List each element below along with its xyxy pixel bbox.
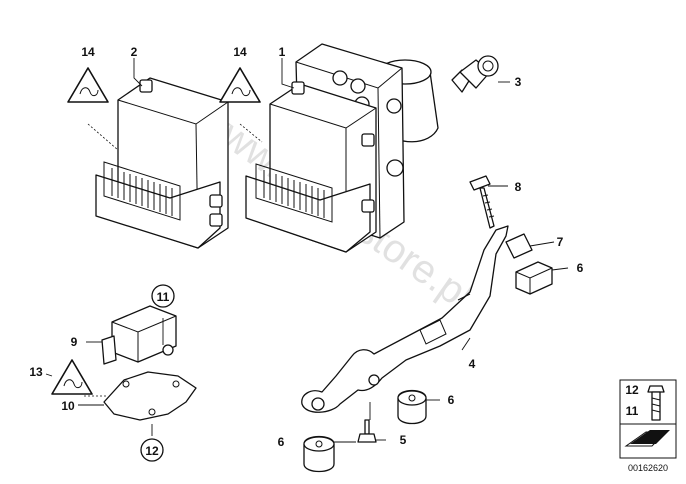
hydraulic-unit-part-1[interactable] bbox=[245, 43, 439, 253]
leader-13 bbox=[45, 373, 53, 377]
callout-14-middle: 14 bbox=[233, 45, 247, 59]
callout-2: 2 bbox=[131, 45, 138, 59]
hex-bolt-icon bbox=[647, 385, 665, 421]
callout-11: 11 bbox=[157, 290, 170, 304]
damper-part-6a[interactable] bbox=[515, 261, 553, 295]
diagram-number: 00162620 bbox=[628, 463, 668, 473]
callout-6-right: 6 bbox=[577, 261, 584, 275]
callout-1: 1 bbox=[279, 45, 286, 59]
leader-lines bbox=[78, 58, 569, 443]
callout-9: 9 bbox=[71, 335, 78, 349]
callout-5: 5 bbox=[400, 433, 407, 447]
fastener-legend: 12 11 bbox=[619, 379, 677, 459]
callout-3: 3 bbox=[515, 75, 522, 89]
callout-13: 13 bbox=[29, 365, 43, 379]
callout-6-bottom: 6 bbox=[278, 435, 285, 449]
direction-arrow-icon bbox=[624, 430, 670, 447]
callout-8: 8 bbox=[515, 180, 522, 194]
callout-4: 4 bbox=[469, 357, 476, 371]
control-unit-part-2[interactable] bbox=[95, 77, 229, 249]
hot-surface-warning-triangle-icon bbox=[51, 359, 93, 395]
legend-label-12: 12 bbox=[625, 383, 639, 397]
pad-part-7[interactable] bbox=[505, 233, 533, 259]
screw-part-5[interactable] bbox=[357, 419, 377, 443]
hot-surface-warning-triangle-icon bbox=[67, 67, 109, 103]
callout-7: 7 bbox=[557, 235, 564, 249]
damper-part-6b[interactable] bbox=[397, 389, 427, 425]
sensor-bracket-part-10[interactable] bbox=[103, 371, 197, 421]
legend-label-11: 11 bbox=[626, 404, 639, 418]
sensor-part-9[interactable] bbox=[101, 305, 177, 365]
callout-10: 10 bbox=[61, 399, 75, 413]
callout-12: 12 bbox=[145, 444, 159, 458]
callout-6-middle: 6 bbox=[448, 393, 455, 407]
pressure-sensor-part-3[interactable] bbox=[451, 55, 499, 93]
hot-surface-warning-triangle-icon bbox=[219, 67, 261, 103]
bolt-part-8[interactable] bbox=[469, 175, 495, 229]
callout-11-circle bbox=[151, 284, 175, 308]
callout-12-circle bbox=[140, 438, 164, 462]
damper-part-6c[interactable] bbox=[303, 435, 335, 473]
bracket-part-4[interactable] bbox=[301, 225, 509, 413]
callout-14-left: 14 bbox=[81, 45, 95, 59]
